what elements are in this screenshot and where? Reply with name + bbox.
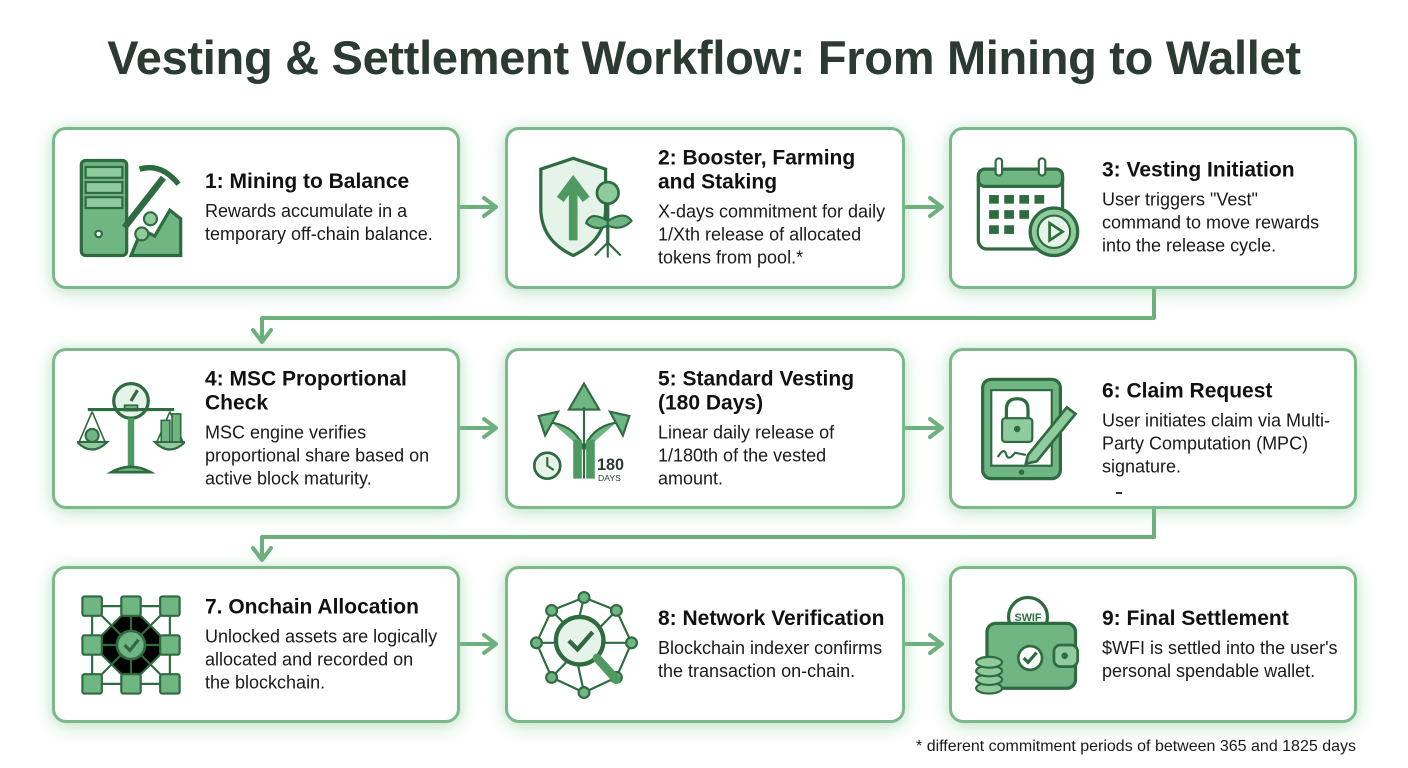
step-card-5: 180 DAYS 5: Standard Vesting (180 Days) … xyxy=(505,348,905,509)
arrow-4-5 xyxy=(458,417,498,439)
arrow-3-4 xyxy=(251,288,1156,344)
step-description: $WFI is settled into the user's personal… xyxy=(1102,637,1338,681)
split-arrows-clock-icon: 180 DAYS xyxy=(532,380,631,482)
step-title: 6: Claim Request xyxy=(1102,379,1273,402)
mining-server-pickaxe-icon xyxy=(79,158,183,258)
step-title: 5: Standard Vesting (180 Days) xyxy=(658,367,855,414)
calendar-play-icon xyxy=(976,157,1080,258)
step-description: User initiates claim via Multi-Party Com… xyxy=(1102,410,1331,476)
step-title: 8: Network Verification xyxy=(658,606,885,630)
footnote: * different commitment periods of betwee… xyxy=(916,738,1356,755)
arrow-2-3 xyxy=(904,196,944,218)
arrow-5-6 xyxy=(904,417,944,439)
step-card-7: 7. Onchain Allocation Unlocked assets ar… xyxy=(52,566,460,723)
tablet-lock-signature-icon xyxy=(981,377,1078,480)
step-card-3: 3: Vesting Initiation User triggers "Ves… xyxy=(949,127,1357,289)
icon-label-unit: DAYS xyxy=(598,472,621,482)
step-description: Linear daily release of 1/180th of the v… xyxy=(658,422,835,488)
step-title: 3: Vesting Initiation xyxy=(1102,158,1295,182)
blockchain-grid-check-icon xyxy=(81,594,181,695)
step-card-1: 1: Mining to Balance Rewards accumulate … xyxy=(52,127,460,289)
arrow-6-7 xyxy=(251,508,1156,562)
step-description: User triggers "Vest" command to move rew… xyxy=(1102,189,1320,256)
step-description: Blockchain indexer confirms the transact… xyxy=(658,637,883,681)
arrow-1-2 xyxy=(458,196,498,218)
step-title: 9: Final Settlement xyxy=(1102,606,1289,630)
page-title: Vesting & Settlement Workflow: From Mini… xyxy=(107,31,1301,84)
coin-label: SWIF xyxy=(1015,612,1042,624)
stray-mark xyxy=(1116,492,1122,494)
step-card-9: SWIF 9: Final Settlement $WFI is settled… xyxy=(949,566,1357,723)
icon-label-number: 180 xyxy=(597,456,624,474)
arrow-8-9 xyxy=(904,633,944,655)
step-title: 1: Mining to Balance xyxy=(205,170,410,193)
step-card-2: 2: Booster, Farming and Staking X-days c… xyxy=(505,127,905,289)
step-description: Unlocked assets are logically allocated … xyxy=(205,626,438,692)
network-magnifier-check-icon xyxy=(530,590,638,699)
step-card-4: 4: MSC Proportional Check MSC engine ver… xyxy=(52,348,460,509)
arrow-7-8 xyxy=(458,633,498,655)
step-card-8: 8: Network Verification Blockchain index… xyxy=(505,566,905,723)
wallet-coins-check-icon: SWIF xyxy=(975,595,1080,695)
step-title: 7. Onchain Allocation xyxy=(205,595,419,618)
step-card-6: 6: Claim Request User initiates claim vi… xyxy=(949,348,1357,509)
step-description: MSC engine verifies proportional share b… xyxy=(205,422,430,488)
step-description: X-days commitment for daily 1/Xth releas… xyxy=(658,201,886,268)
shield-growth-plant-icon xyxy=(539,156,633,258)
balance-scale-gauge-icon xyxy=(77,381,185,474)
step-description: Rewards accumulate in a temporary off-ch… xyxy=(205,201,433,244)
step-title: 4: MSC Proportional Check xyxy=(205,367,407,414)
step-title: 2: Booster, Farming and Staking xyxy=(658,146,856,194)
